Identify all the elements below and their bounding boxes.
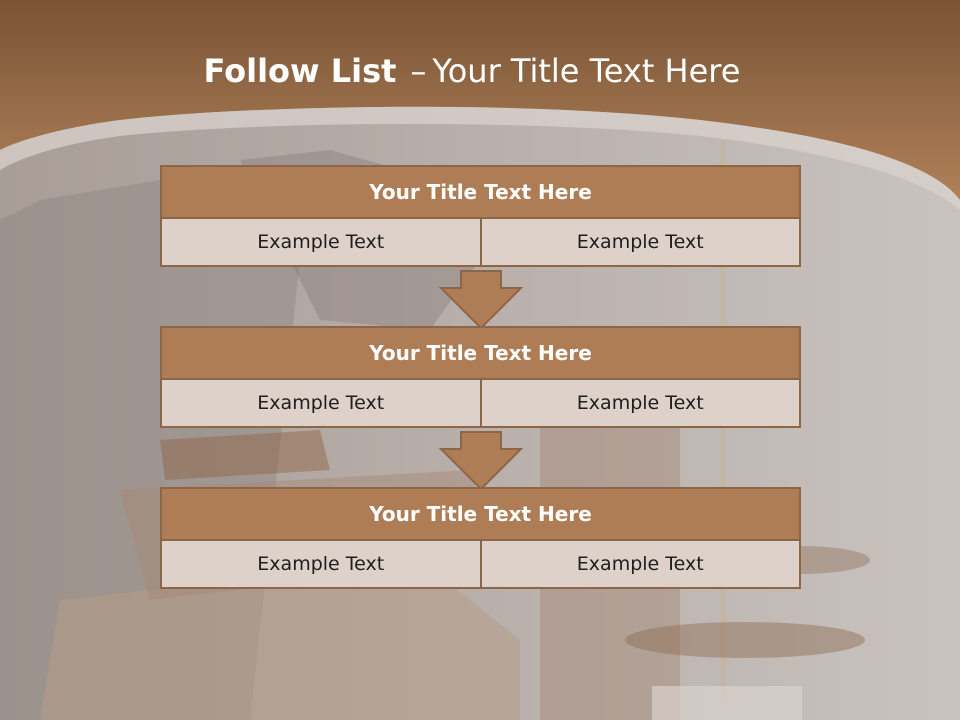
down-arrow-icon <box>439 431 523 491</box>
list-block: Your Title Text Here Example Text Exampl… <box>160 165 801 267</box>
block-cell-right: Example Text <box>481 219 801 267</box>
block-title: Your Title Text Here <box>160 165 801 219</box>
block-cell-right: Example Text <box>481 541 801 589</box>
block-cell-left: Example Text <box>160 380 482 428</box>
block-cell-left: Example Text <box>160 541 482 589</box>
block-row: Example Text Example Text <box>160 380 801 428</box>
title-bold-part: Follow List <box>203 52 397 90</box>
block-row: Example Text Example Text <box>160 219 801 267</box>
block-title: Your Title Text Here <box>160 487 801 541</box>
title-rest: Your Title Text Here <box>432 52 741 90</box>
down-arrow-icon <box>439 270 523 330</box>
block-cell-right: Example Text <box>481 380 801 428</box>
title-dash: – <box>410 52 427 90</box>
list-block: Your Title Text Here Example Text Exampl… <box>160 487 801 589</box>
block-cell-left: Example Text <box>160 219 482 267</box>
slide-title: Follow List–Your Title Text Here <box>0 52 944 90</box>
block-title: Your Title Text Here <box>160 326 801 380</box>
block-row: Example Text Example Text <box>160 541 801 589</box>
list-block: Your Title Text Here Example Text Exampl… <box>160 326 801 428</box>
